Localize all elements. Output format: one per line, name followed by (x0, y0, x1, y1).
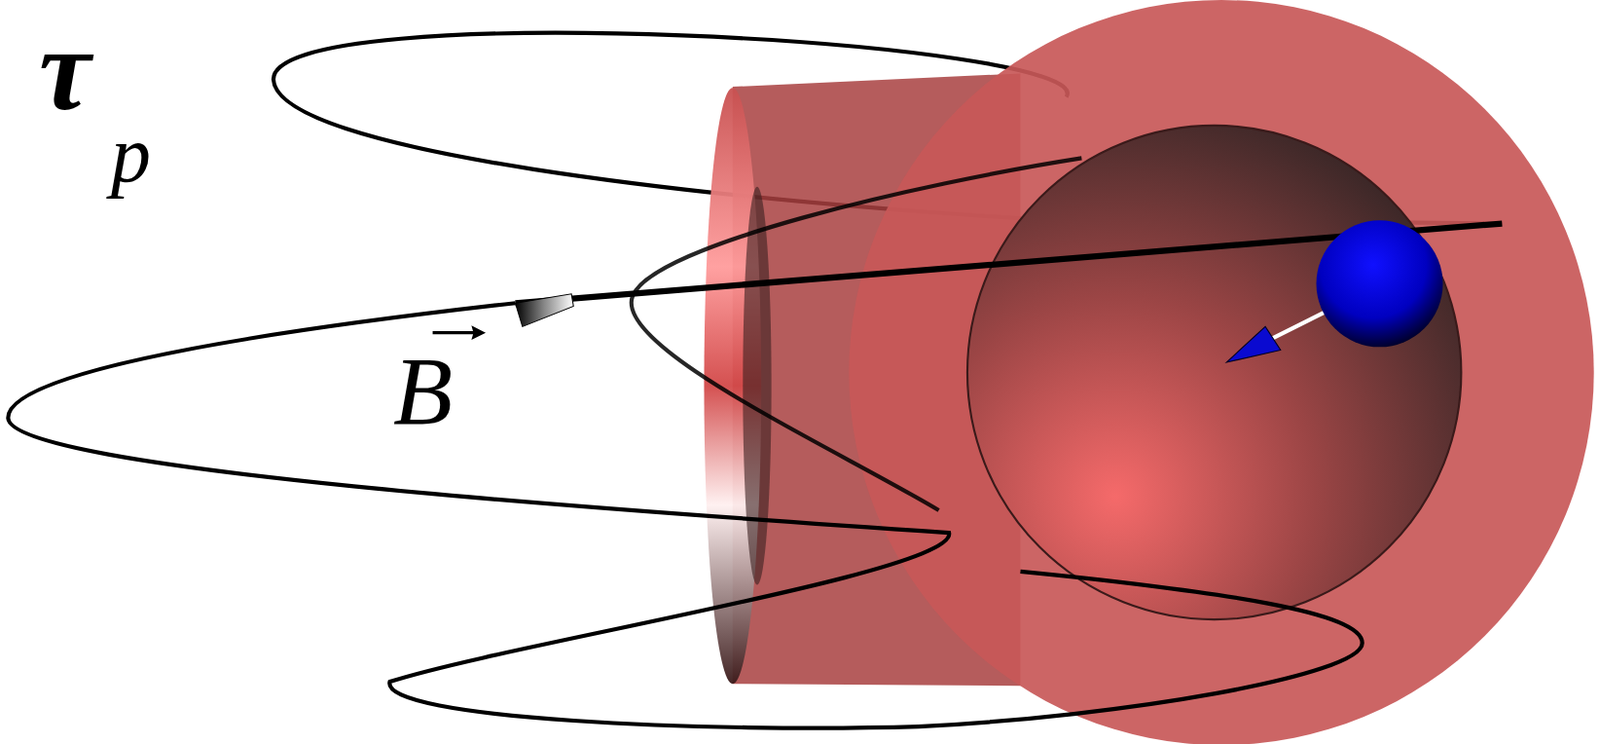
field-label-b: B (393, 342, 453, 440)
tau-symbol: τ (38, 11, 91, 129)
subscript-p: p (110, 114, 151, 195)
